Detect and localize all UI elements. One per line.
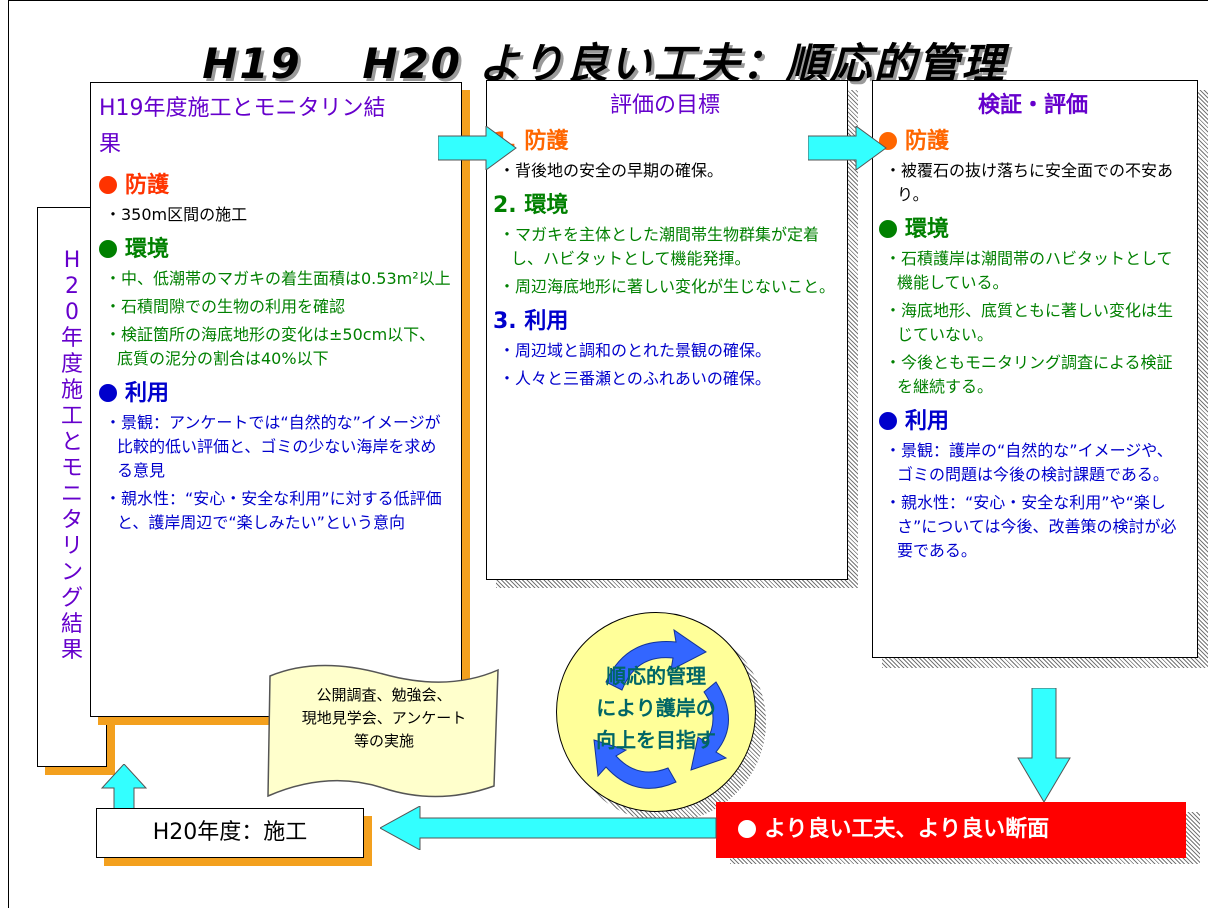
bullet-item: ・景観：アンケートでは“自然的な”イメージが比較的低い評価と、ゴミの少ない海岸を… — [105, 413, 441, 480]
section-heading: 1. 防護 — [493, 123, 837, 155]
bullet-icon — [738, 820, 756, 838]
col3-box: 検証・評価防護・被覆石の抜け落ちに安全面での不安あり。環境・石積護岸は潮間帯のハ… — [872, 80, 1198, 658]
bullet-icon — [879, 132, 897, 150]
section-label: 環境 — [125, 237, 170, 262]
bullet-item: ・人々と三番瀬とのふれあいの確保。 — [499, 369, 771, 388]
vertical-char: 0 — [65, 300, 79, 325]
section-heading: 防護 — [99, 167, 451, 199]
bullet-item: ・今後ともモニタリング調査による検証を継続する。 — [885, 353, 1173, 396]
better-design-box: より良い工夫、より良い断面 — [716, 802, 1186, 858]
vertical-char: と — [60, 430, 83, 455]
section-heading: 3. 利用 — [493, 303, 837, 335]
h20-construction-label: H20年度：施工 — [152, 820, 308, 845]
vertical-char: リ — [60, 534, 83, 559]
arrow-col1-to-col2 — [438, 126, 517, 170]
bullet-item: ・350m区間の施工 — [105, 205, 248, 224]
section-label: 2. 環境 — [493, 193, 569, 218]
section-label: 防護 — [905, 129, 950, 154]
bullet-item: ・周辺域と調和のとれた景観の確保。 — [499, 341, 772, 360]
bullet-icon — [99, 240, 117, 258]
vertical-char: 工 — [60, 404, 83, 429]
arrow-col2-to-col3 — [808, 126, 887, 170]
col1-box: H19年度施工とモニタリン結果防護・350m区間の施工環境・中、低潮帯のマガキの… — [90, 82, 462, 717]
section-label: 利用 — [905, 409, 950, 434]
section-heading: 2. 環境 — [493, 187, 837, 219]
section-label: 防護 — [125, 173, 170, 198]
better-design-text: より良い工夫、より良い断面 — [764, 817, 1050, 842]
arrow-left — [380, 806, 717, 850]
vertical-char: タ — [60, 508, 83, 533]
bullet-item: ・マガキを主体とした潮間帯生物群集が定着し、ハビタットとして機能発揮。 — [499, 225, 820, 268]
circle-text: 順応的管理により護岸の向上を目指す — [556, 660, 756, 756]
circle-line: 向上を目指す — [596, 728, 716, 752]
vertical-char: 果 — [60, 638, 83, 663]
vertical-char: 年 — [60, 326, 83, 351]
vertical-char: 施 — [60, 378, 83, 403]
vertical-char: グ — [60, 586, 83, 611]
bullet-item: ・景観：護岸の“自然的な”イメージや、ゴミの問題は今後の検討課題である。 — [885, 441, 1173, 484]
col1-content: H19年度施工とモニタリン結果防護・350m区間の施工環境・中、低潮帯のマガキの… — [91, 83, 461, 535]
vertical-char: ン — [60, 560, 83, 585]
scroll-note-shape — [267, 664, 499, 798]
section-label: 3. 利用 — [493, 309, 569, 334]
bullet-item: ・検証箇所の海底地形の変化は±50cm以下、底質の泥分の割合は40%以下 — [105, 325, 436, 368]
col2-content: 評価の目標 1. 防護・背後地の安全の早期の確保。 2. 環境・マガキを主体とした潮… — [487, 81, 847, 391]
section-label: 利用 — [125, 381, 170, 406]
scroll-line: 等の実施 — [353, 732, 414, 750]
vertical-char: ニ — [60, 482, 83, 507]
bullet-item: ・海底地形、底質ともに著しい変化は生じていない。 — [885, 301, 1174, 344]
slide-title: H19 H20 より良い工夫：順応的管理 — [202, 39, 1006, 88]
vertical-char: 2 — [65, 274, 79, 299]
col2-box: 評価の目標 1. 防護・背後地の安全の早期の確保。 2. 環境・マガキを主体とした潮… — [486, 80, 848, 580]
bullet-item: ・背後地の安全の早期の確保。 — [499, 161, 724, 180]
bullet-icon — [879, 412, 897, 430]
col3-content: 検証・評価防護・被覆石の抜け落ちに安全面での不安あり。環境・石積護岸は潮間帯のハ… — [873, 81, 1197, 563]
arrow-up — [100, 764, 148, 812]
section-heading: 防護 — [879, 123, 1187, 155]
section-heading: 環境 — [879, 211, 1187, 243]
bullet-item: ・石積護岸は潮間帯のハビタットとして機能している。 — [885, 249, 1173, 292]
scroll-note-text: 公開調査、勉強会、現地見学会、アンケート等の実施 — [270, 684, 498, 753]
circle-line: により護岸の — [596, 696, 716, 720]
section-heading: 利用 — [99, 375, 451, 407]
slide-frame — [8, 0, 1208, 908]
scroll-line: 公開調査、勉強会、 — [316, 686, 452, 704]
bullet-item: ・親水性：“安心・安全な利用”や“楽しさ”については今後、改善策の検討が必要であ… — [885, 493, 1177, 560]
cycle-arrows-icon — [593, 628, 729, 789]
bullet-item: ・親水性：“安心・安全な利用”に対する低評価と、護岸周辺で“楽しみたい”という意… — [105, 489, 442, 532]
column-title: H19年度施工とモニタリン結果 — [99, 96, 386, 157]
bullet-item: ・被覆石の抜け落ちに安全面での不安あり。 — [885, 161, 1174, 204]
section-heading: 利用 — [879, 403, 1187, 435]
vertical-char: H — [63, 248, 81, 273]
section-heading: 環境 — [99, 231, 451, 263]
bullet-item: ・石積間隙での生物の利用を確認 — [105, 297, 346, 316]
arrow-down — [1017, 688, 1071, 803]
vertical-char: 度 — [60, 352, 83, 377]
scroll-line: 現地見学会、アンケート — [301, 709, 467, 727]
bullet-item: ・中、低潮帯のマガキの着生面積は0.53m²以上 — [105, 269, 451, 288]
section-label: 環境 — [905, 217, 950, 242]
column-title: 検証・評価 — [977, 93, 1088, 118]
vertical-char: 結 — [60, 612, 83, 637]
column-title: 評価の目標 — [609, 93, 720, 118]
bullet-icon — [99, 176, 117, 194]
vertical-char: モ — [60, 456, 83, 481]
bullet-icon — [99, 384, 117, 402]
circle-line: 順応的管理 — [606, 664, 706, 688]
bullet-icon — [879, 220, 897, 238]
h20-construction-box: H20年度：施工 — [96, 808, 364, 858]
bullet-item: ・周辺海底地形に著しい変化が生じないこと。 — [499, 277, 836, 296]
